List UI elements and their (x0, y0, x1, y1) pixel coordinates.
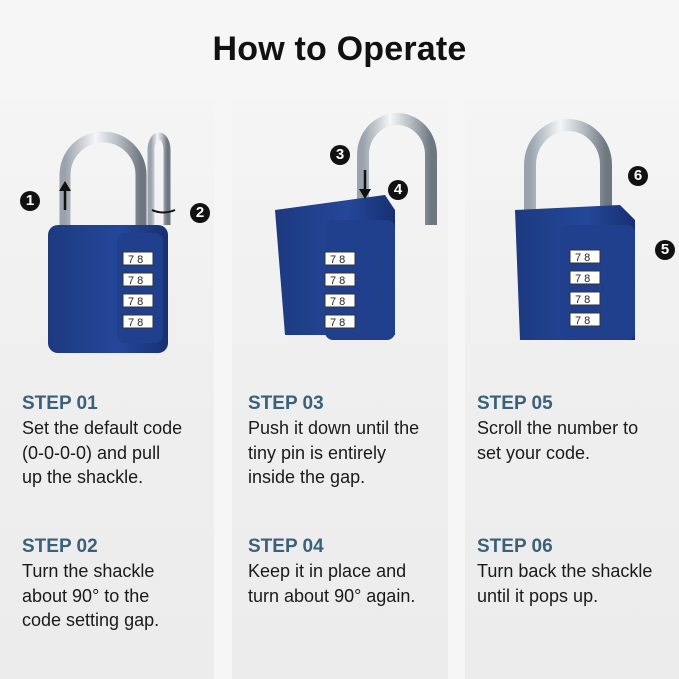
step-heading: STEP 01 (22, 393, 98, 414)
step-text-line: Scroll the number to (477, 418, 639, 438)
step-06: STEP 06 Turn back the shackle until it p… (477, 535, 679, 608)
svg-text:7 8: 7 8 (330, 317, 345, 329)
svg-text:7 8: 7 8 (575, 315, 590, 327)
step-badge-4: 4 (388, 180, 408, 200)
svg-text:7 8: 7 8 (575, 273, 590, 285)
step-text-line: set your code. (477, 442, 591, 463)
step-text-line: code setting gap. (22, 610, 160, 630)
step-heading: STEP 02 (22, 536, 98, 557)
step-heading: STEP 04 (248, 536, 324, 557)
step-text-line: inside the gap. (248, 467, 366, 487)
svg-text:7 8: 7 8 (128, 254, 143, 266)
svg-text:7 8: 7 8 (330, 275, 345, 287)
step-text-line: up the shackle. (22, 467, 144, 487)
step-01: STEP 01 Set the default code (0-0-0-0) a… (22, 392, 232, 490)
step-badge-1: 1 (20, 191, 40, 211)
step-badge-3: 3 (330, 145, 350, 165)
step-text-line: turn about 90° again. (248, 585, 416, 606)
step-text-line: until it pops up. (477, 585, 599, 606)
step-03: STEP 03 Push it down until the tiny pin … (248, 392, 458, 490)
padlock-illustration-1: 7 8 7 8 7 8 7 8 (48, 131, 176, 353)
svg-text:7 8: 7 8 (575, 294, 590, 306)
svg-text:7 8: 7 8 (128, 275, 143, 287)
step-badge-6: 6 (628, 166, 648, 186)
step-04: STEP 04 Keep it in place and turn about … (248, 535, 458, 608)
step-text-line: Set the default code (22, 418, 183, 438)
step-badge-2: 2 (190, 203, 210, 223)
svg-text:7 8: 7 8 (330, 296, 345, 308)
svg-text:7 8: 7 8 (575, 252, 590, 264)
step-text-line: Keep it in place and (248, 561, 407, 581)
step-05: STEP 05 Scroll the number to set your co… (477, 392, 679, 465)
padlock-illustration-3: 7 8 7 8 7 8 7 8 (515, 119, 635, 340)
step-text-line: Turn the shackle (22, 561, 155, 581)
svg-text:7 8: 7 8 (330, 254, 345, 266)
svg-text:7 8: 7 8 (128, 296, 143, 308)
svg-text:7 8: 7 8 (128, 317, 143, 329)
step-badge-5: 5 (655, 240, 675, 260)
page-title: How to Operate (212, 30, 467, 68)
step-heading: STEP 06 (477, 536, 553, 557)
step-02: STEP 02 Turn the shackle about 90° to th… (22, 535, 232, 633)
padlock-illustration-2: 7 8 7 8 7 8 7 8 (275, 113, 437, 340)
step-heading: STEP 03 (248, 393, 324, 414)
step-text-line: about 90° to the (22, 585, 150, 606)
step-heading: STEP 05 (477, 393, 553, 414)
step-text-line: Push it down until the (248, 418, 420, 438)
column-panel-3 (465, 100, 679, 679)
step-text-line: tiny pin is entirely (248, 442, 387, 463)
step-text-line: (0-0-0-0) and pull (22, 442, 161, 463)
column-panel-2 (232, 100, 448, 679)
step-text-line: Turn back the shackle (477, 561, 653, 581)
